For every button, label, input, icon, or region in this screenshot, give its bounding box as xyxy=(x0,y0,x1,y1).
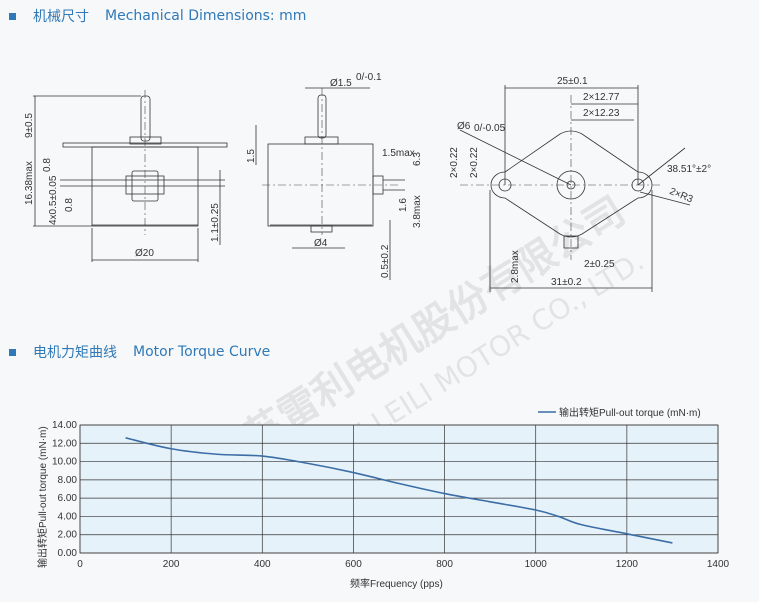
dim-connector: 1.5max xyxy=(382,148,415,159)
y-tick-label: 2.00 xyxy=(58,530,78,541)
bullet-square-icon xyxy=(9,12,16,20)
dim-t1: 2×0.22 xyxy=(449,147,460,178)
dim-half2: 2×12.23 xyxy=(583,108,620,119)
dim-flange: 0.8 xyxy=(42,158,53,172)
section-title-cn: 机械尺寸 xyxy=(33,9,89,25)
dim-pin-height: 2.8max xyxy=(510,250,521,283)
dim-shaft-length: 9±0.5 xyxy=(24,113,35,138)
y-tick-label: 6.00 xyxy=(58,493,78,504)
dim-half1: 2×12.77 xyxy=(583,92,620,103)
dim-h1: 6.3 xyxy=(412,152,423,166)
series-line xyxy=(125,437,673,544)
dim-bottom: 1.1±0.25 xyxy=(210,203,221,242)
dim-center-tol: 0/-0.05 xyxy=(474,123,506,134)
dim-pins: 4x0.5±0.05 xyxy=(48,175,59,225)
dim-pin-pitch: 2±0.25 xyxy=(584,259,615,270)
torque-chart: 0 200 400 600 800 1000 1200 1400 0.00 2.00 4.00 6.0… xyxy=(36,406,730,590)
y-tick-label: 12.00 xyxy=(52,438,77,449)
side-view-drawing: Ø1.5 0/-0.1 1.5 1.5max 6.3 1.6 3.8max Ø4… xyxy=(246,72,423,280)
dim-boss-height: 0.5±0.2 xyxy=(380,244,391,278)
dim-angle: 38.51°±2° xyxy=(667,164,711,175)
y-tick-label: 8.00 xyxy=(58,475,78,486)
x-tick-label: 400 xyxy=(254,559,271,570)
section-title-cn: 电机力矩曲线 xyxy=(33,345,117,361)
dim-center-dia: Ø6 xyxy=(457,121,471,132)
dim-h3: 3.8max xyxy=(412,195,423,228)
y-tick-label: 14.00 xyxy=(52,420,77,431)
x-tick-label: 1200 xyxy=(616,559,639,570)
section-header-torque: 电机力矩曲线 Motor Torque Curve xyxy=(9,342,270,362)
y-tick-label: 4.00 xyxy=(58,511,78,522)
x-tick-label: 0 xyxy=(77,559,83,570)
legend-label: 输出转矩Pull-out torque (mN·m) xyxy=(559,406,701,419)
section-title-en: Mechanical Dimensions: mm xyxy=(105,8,307,24)
y-axis-label: 输出转矩Pull-out torque (mN·m) xyxy=(36,426,49,568)
x-tick-label: 600 xyxy=(345,559,362,570)
y-tick-label: 0.00 xyxy=(58,548,78,559)
dim-h2: 1.6 xyxy=(398,198,409,212)
dim-diameter: Ø20 xyxy=(135,248,154,259)
x-tick-label: 800 xyxy=(436,559,453,570)
section-title-en: Motor Torque Curve xyxy=(133,344,271,360)
dim-total: 31±0.2 xyxy=(551,277,582,288)
front-view-drawing: 9±0.5 0.8 16.38max 4x0.5±0.05 0.8 1.1±0.… xyxy=(24,90,228,262)
x-axis-label: 频率Frequency (pps) xyxy=(350,577,443,590)
dim-t2: 2×0.22 xyxy=(469,147,480,178)
plot-area xyxy=(79,424,719,554)
dim-height: 16.38max xyxy=(24,161,35,205)
section-header-mechanical: 机械尺寸 Mechanical Dimensions: mm xyxy=(9,6,306,26)
y-tick-label: 10.00 xyxy=(52,457,77,468)
x-tick-label: 1400 xyxy=(707,559,730,570)
x-tick-label: 200 xyxy=(163,559,180,570)
x-tick-label: 1000 xyxy=(525,559,548,570)
dim-shaft-tol: 0/-0.1 xyxy=(356,72,382,83)
dim-bottom-gap: 0.8 xyxy=(64,198,75,212)
bullet-square-icon xyxy=(9,348,16,356)
dim-flange-thickness: 1.5 xyxy=(246,149,257,163)
dim-shaft-dia: Ø1.5 xyxy=(330,78,352,89)
dim-boss: Ø4 xyxy=(314,238,328,249)
dim-width: 25±0.1 xyxy=(557,76,588,87)
